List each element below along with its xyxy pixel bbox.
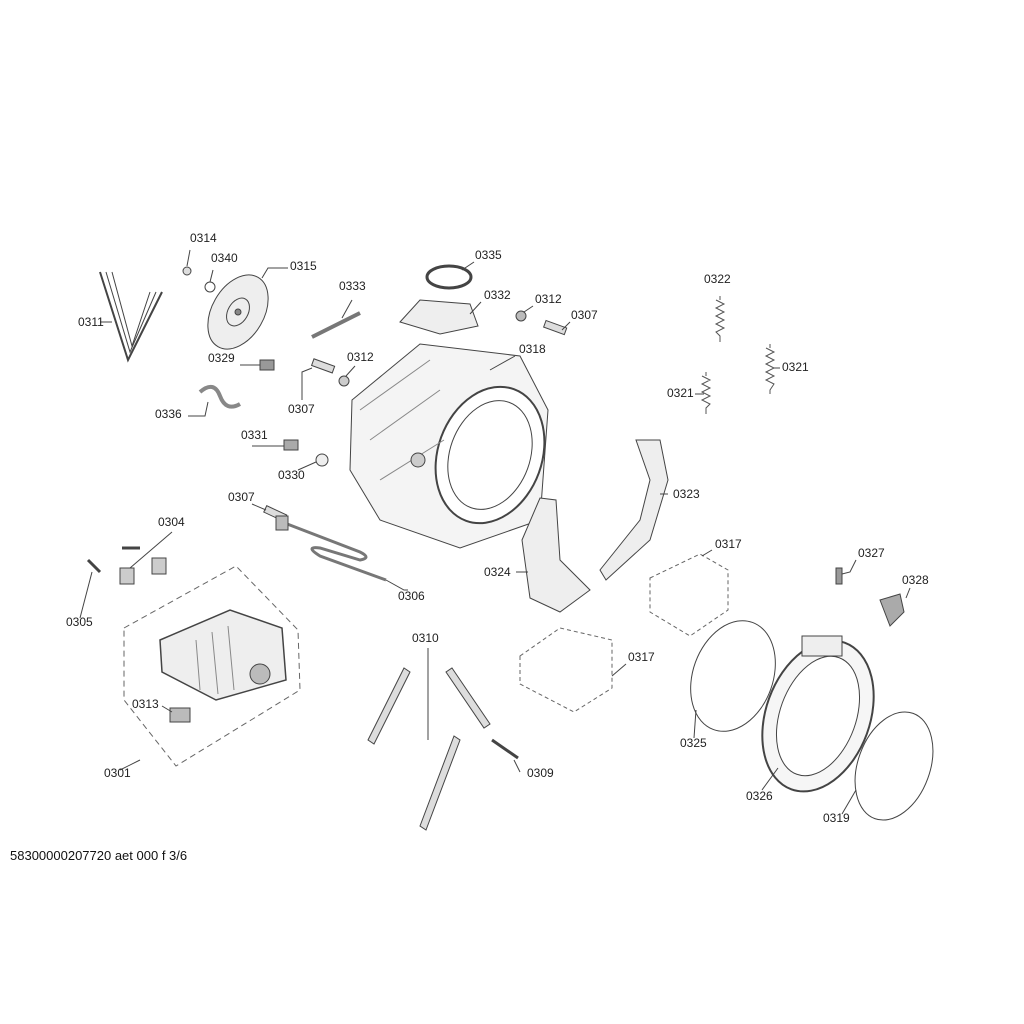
- drawing-reference-number: 58300000207720 aet 000 f 3/6: [10, 848, 188, 863]
- counterweight-part: [599, 439, 669, 581]
- door-glass-part: [854, 711, 934, 821]
- hinge-pin-part: [835, 567, 843, 585]
- part-label-0311[interactable]: 0311: [78, 315, 104, 329]
- part-label-0321[interactable]: 0321: [667, 386, 694, 400]
- seal-ring-part: [425, 264, 473, 290]
- pulley-part: [207, 274, 269, 350]
- part-label-0307[interactable]: 0307: [571, 308, 598, 322]
- part-label-0325[interactable]: 0325: [680, 736, 707, 750]
- hose-part: [198, 384, 241, 409]
- door-lock-part: [879, 593, 905, 627]
- nut-part: [515, 310, 527, 322]
- part-label-0327[interactable]: 0327: [858, 546, 885, 560]
- part-label-0319[interactable]: 0319: [823, 811, 850, 825]
- part-label-0304[interactable]: 0304: [158, 515, 185, 529]
- part-label-0306[interactable]: 0306: [398, 589, 425, 603]
- tub-part: [349, 343, 549, 549]
- part-label-0333[interactable]: 0333: [339, 279, 366, 293]
- tub-cover-part: [399, 299, 479, 335]
- mounting-kit-part: [519, 553, 729, 713]
- fitting-part: [259, 359, 275, 371]
- door-seal-part: [690, 620, 776, 732]
- shock-absorber-part: [367, 667, 491, 831]
- part-label-0336[interactable]: 0336: [155, 407, 182, 421]
- part-label-0323[interactable]: 0323: [673, 487, 700, 501]
- part-label-0305[interactable]: 0305: [66, 615, 93, 629]
- nut-part: [338, 375, 350, 387]
- part-label-0301[interactable]: 0301: [104, 766, 131, 780]
- carbon-brush-part: [169, 707, 191, 723]
- part-label-0324[interactable]: 0324: [484, 565, 511, 579]
- part-label-0318[interactable]: 0318: [519, 342, 546, 356]
- bolt-part: [491, 738, 519, 760]
- part-label-0309[interactable]: 0309: [527, 766, 554, 780]
- part-label-0307[interactable]: 0307: [288, 402, 315, 416]
- part-label-0315[interactable]: 0315: [290, 259, 317, 273]
- foot-part: [86, 546, 167, 585]
- part-label-0335[interactable]: 0335: [475, 248, 502, 262]
- spring-part: [700, 296, 776, 414]
- part-label-0322[interactable]: 0322: [704, 272, 731, 286]
- part-label-0317[interactable]: 0317: [628, 650, 655, 664]
- part-label-0313[interactable]: 0313: [132, 697, 159, 711]
- part-label-0331[interactable]: 0331: [241, 428, 268, 442]
- drive-belt-part: [99, 271, 163, 363]
- counterweight-part: [521, 497, 591, 613]
- part-label-0307[interactable]: 0307: [228, 490, 255, 504]
- motor-part: [159, 609, 287, 701]
- rod-part: [311, 311, 361, 339]
- part-label-0326[interactable]: 0326: [746, 789, 773, 803]
- part-label-0330[interactable]: 0330: [278, 468, 305, 482]
- part-label-0328[interactable]: 0328: [902, 573, 929, 587]
- part-label-0310[interactable]: 0310: [412, 631, 439, 645]
- bolt-part: [542, 319, 568, 336]
- part-label-0317[interactable]: 0317: [715, 537, 742, 551]
- bolt-part: [310, 358, 336, 374]
- part-label-0312[interactable]: 0312: [535, 292, 562, 306]
- part-label-0314[interactable]: 0314: [190, 231, 217, 245]
- sensor-part: [283, 439, 299, 451]
- screw-part: [182, 266, 192, 276]
- part-label-0340[interactable]: 0340: [211, 251, 238, 265]
- part-label-0332[interactable]: 0332: [484, 288, 511, 302]
- part-label-0321[interactable]: 0321: [782, 360, 809, 374]
- part-label-0312[interactable]: 0312: [347, 350, 374, 364]
- cap-part: [315, 453, 329, 467]
- washer-part: [204, 281, 216, 293]
- heating-element-part: [275, 515, 387, 582]
- part-label-0329[interactable]: 0329: [208, 351, 235, 365]
